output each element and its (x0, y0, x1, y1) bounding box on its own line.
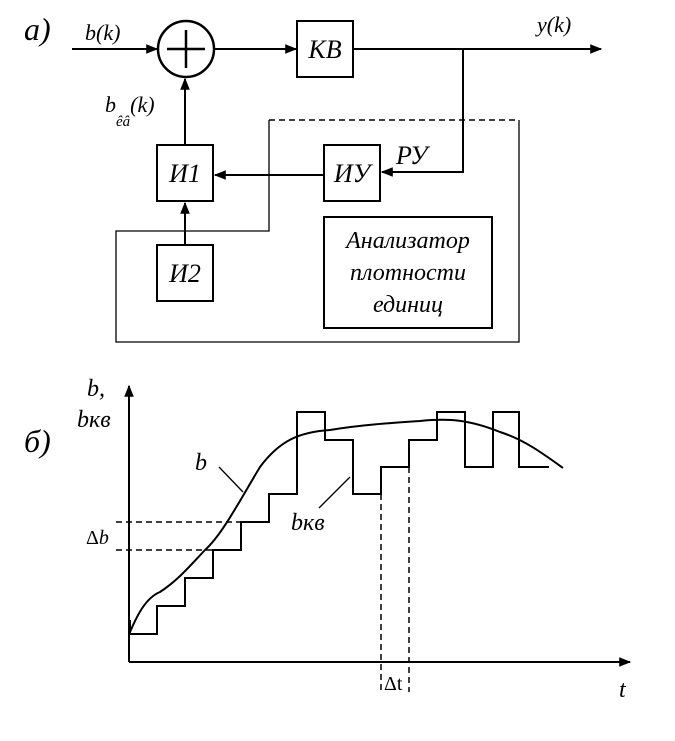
analyzer-line-3: единиц (373, 292, 443, 318)
quantization-plot: б) b, bкв t b bкв Δb Δt (24, 376, 632, 703)
curve-b-label: b (195, 450, 207, 476)
measurement-block: ИУ (323, 144, 381, 202)
x-axis-label: t (619, 677, 627, 703)
curve-bkv-label: bкв (291, 510, 325, 536)
control-label: РУ (395, 141, 431, 170)
curve-b-leader (218, 466, 244, 493)
curve-b (129, 418, 564, 633)
block-diagram: а) b(k) КВ y(k) ИУ РУ (24, 11, 603, 343)
measurement-label: ИУ (333, 159, 374, 188)
analyzer-block: Анализатор плотности единиц (323, 216, 493, 329)
curve-bkv-leader (318, 476, 351, 509)
quantizer-label: КВ (307, 35, 341, 64)
delta-b-label: Δb (86, 527, 109, 549)
analyzer-line-2: плотности (350, 260, 466, 286)
control-loop-frame (115, 120, 520, 343)
delta-t-label: Δt (384, 673, 403, 695)
summing-node (156, 19, 216, 79)
input-signal-label: b(k) (85, 20, 120, 45)
part-b-label: б) (24, 423, 51, 459)
y-axis-label-line2: bкв (77, 407, 111, 433)
feedback-signal-label: bêâ(k) (105, 92, 155, 130)
output-signal-label: y(k) (535, 12, 571, 37)
part-a-label: а) (24, 11, 51, 47)
feedback-tap-wire (380, 49, 464, 177)
quantizer-block: КВ (296, 20, 354, 78)
integrator2-label: И2 (168, 259, 201, 288)
integrator1-block: И1 (156, 144, 214, 202)
y-axis-label-line1: b, (87, 376, 105, 402)
integrator1-label: И1 (168, 159, 201, 188)
integrator2-block: И2 (156, 244, 214, 302)
curve-bkv (129, 411, 549, 635)
analyzer-line-1: Анализатор (344, 228, 470, 254)
